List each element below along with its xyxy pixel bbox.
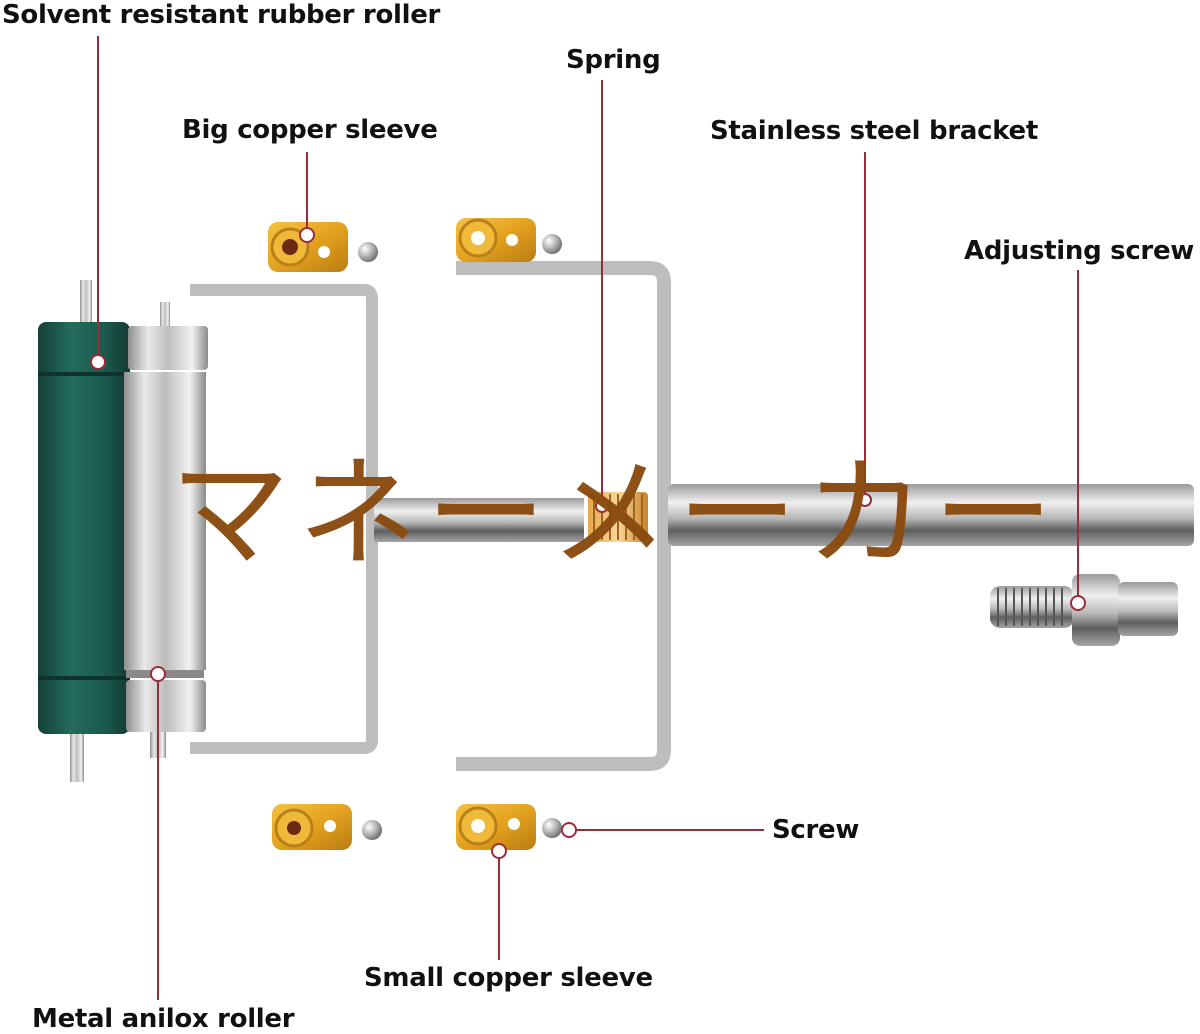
callout-dot-screw	[561, 822, 577, 838]
label-stainless-steel-bracket: Stainless steel bracket	[710, 116, 1038, 146]
label-small-copper-sleeve: Small copper sleeve	[364, 963, 653, 993]
callout-dot-small-copper-sleeve	[491, 843, 507, 859]
watermark-text: マネーメーカー	[170, 445, 1062, 584]
label-adjusting-screw: Adjusting screw	[964, 236, 1195, 266]
callout-dot-bracket	[858, 493, 872, 507]
label-screw: Screw	[772, 815, 860, 845]
right-bracket	[456, 261, 671, 771]
callout-dot-anilox-roller	[150, 666, 166, 682]
callout-dot-adjusting-screw	[1070, 595, 1086, 611]
long-shaft	[668, 484, 1194, 546]
callout-lines	[90, 36, 1086, 1000]
short-shaft	[374, 498, 584, 542]
label-spring: Spring	[566, 45, 661, 75]
label-rubber-roller: Solvent resistant rubber roller	[2, 0, 441, 30]
label-metal-anilox-roller: Metal anilox roller	[32, 1004, 295, 1034]
rubber-roller	[38, 280, 130, 782]
adjusting-screw-part	[990, 574, 1178, 646]
left-bracket	[190, 284, 378, 754]
big-copper-sleeve-top-right	[456, 218, 562, 262]
big-copper-sleeve-top-left	[268, 222, 378, 272]
small-copper-sleeve-bottom-right	[456, 804, 562, 850]
label-big-copper-sleeve: Big copper sleeve	[182, 115, 438, 145]
callout-dot-rubber-roller	[90, 354, 106, 370]
callout-dot-big-copper-sleeve	[299, 227, 315, 243]
callout-dot-spring	[595, 499, 609, 513]
small-copper-sleeve-bottom-left	[272, 804, 382, 850]
